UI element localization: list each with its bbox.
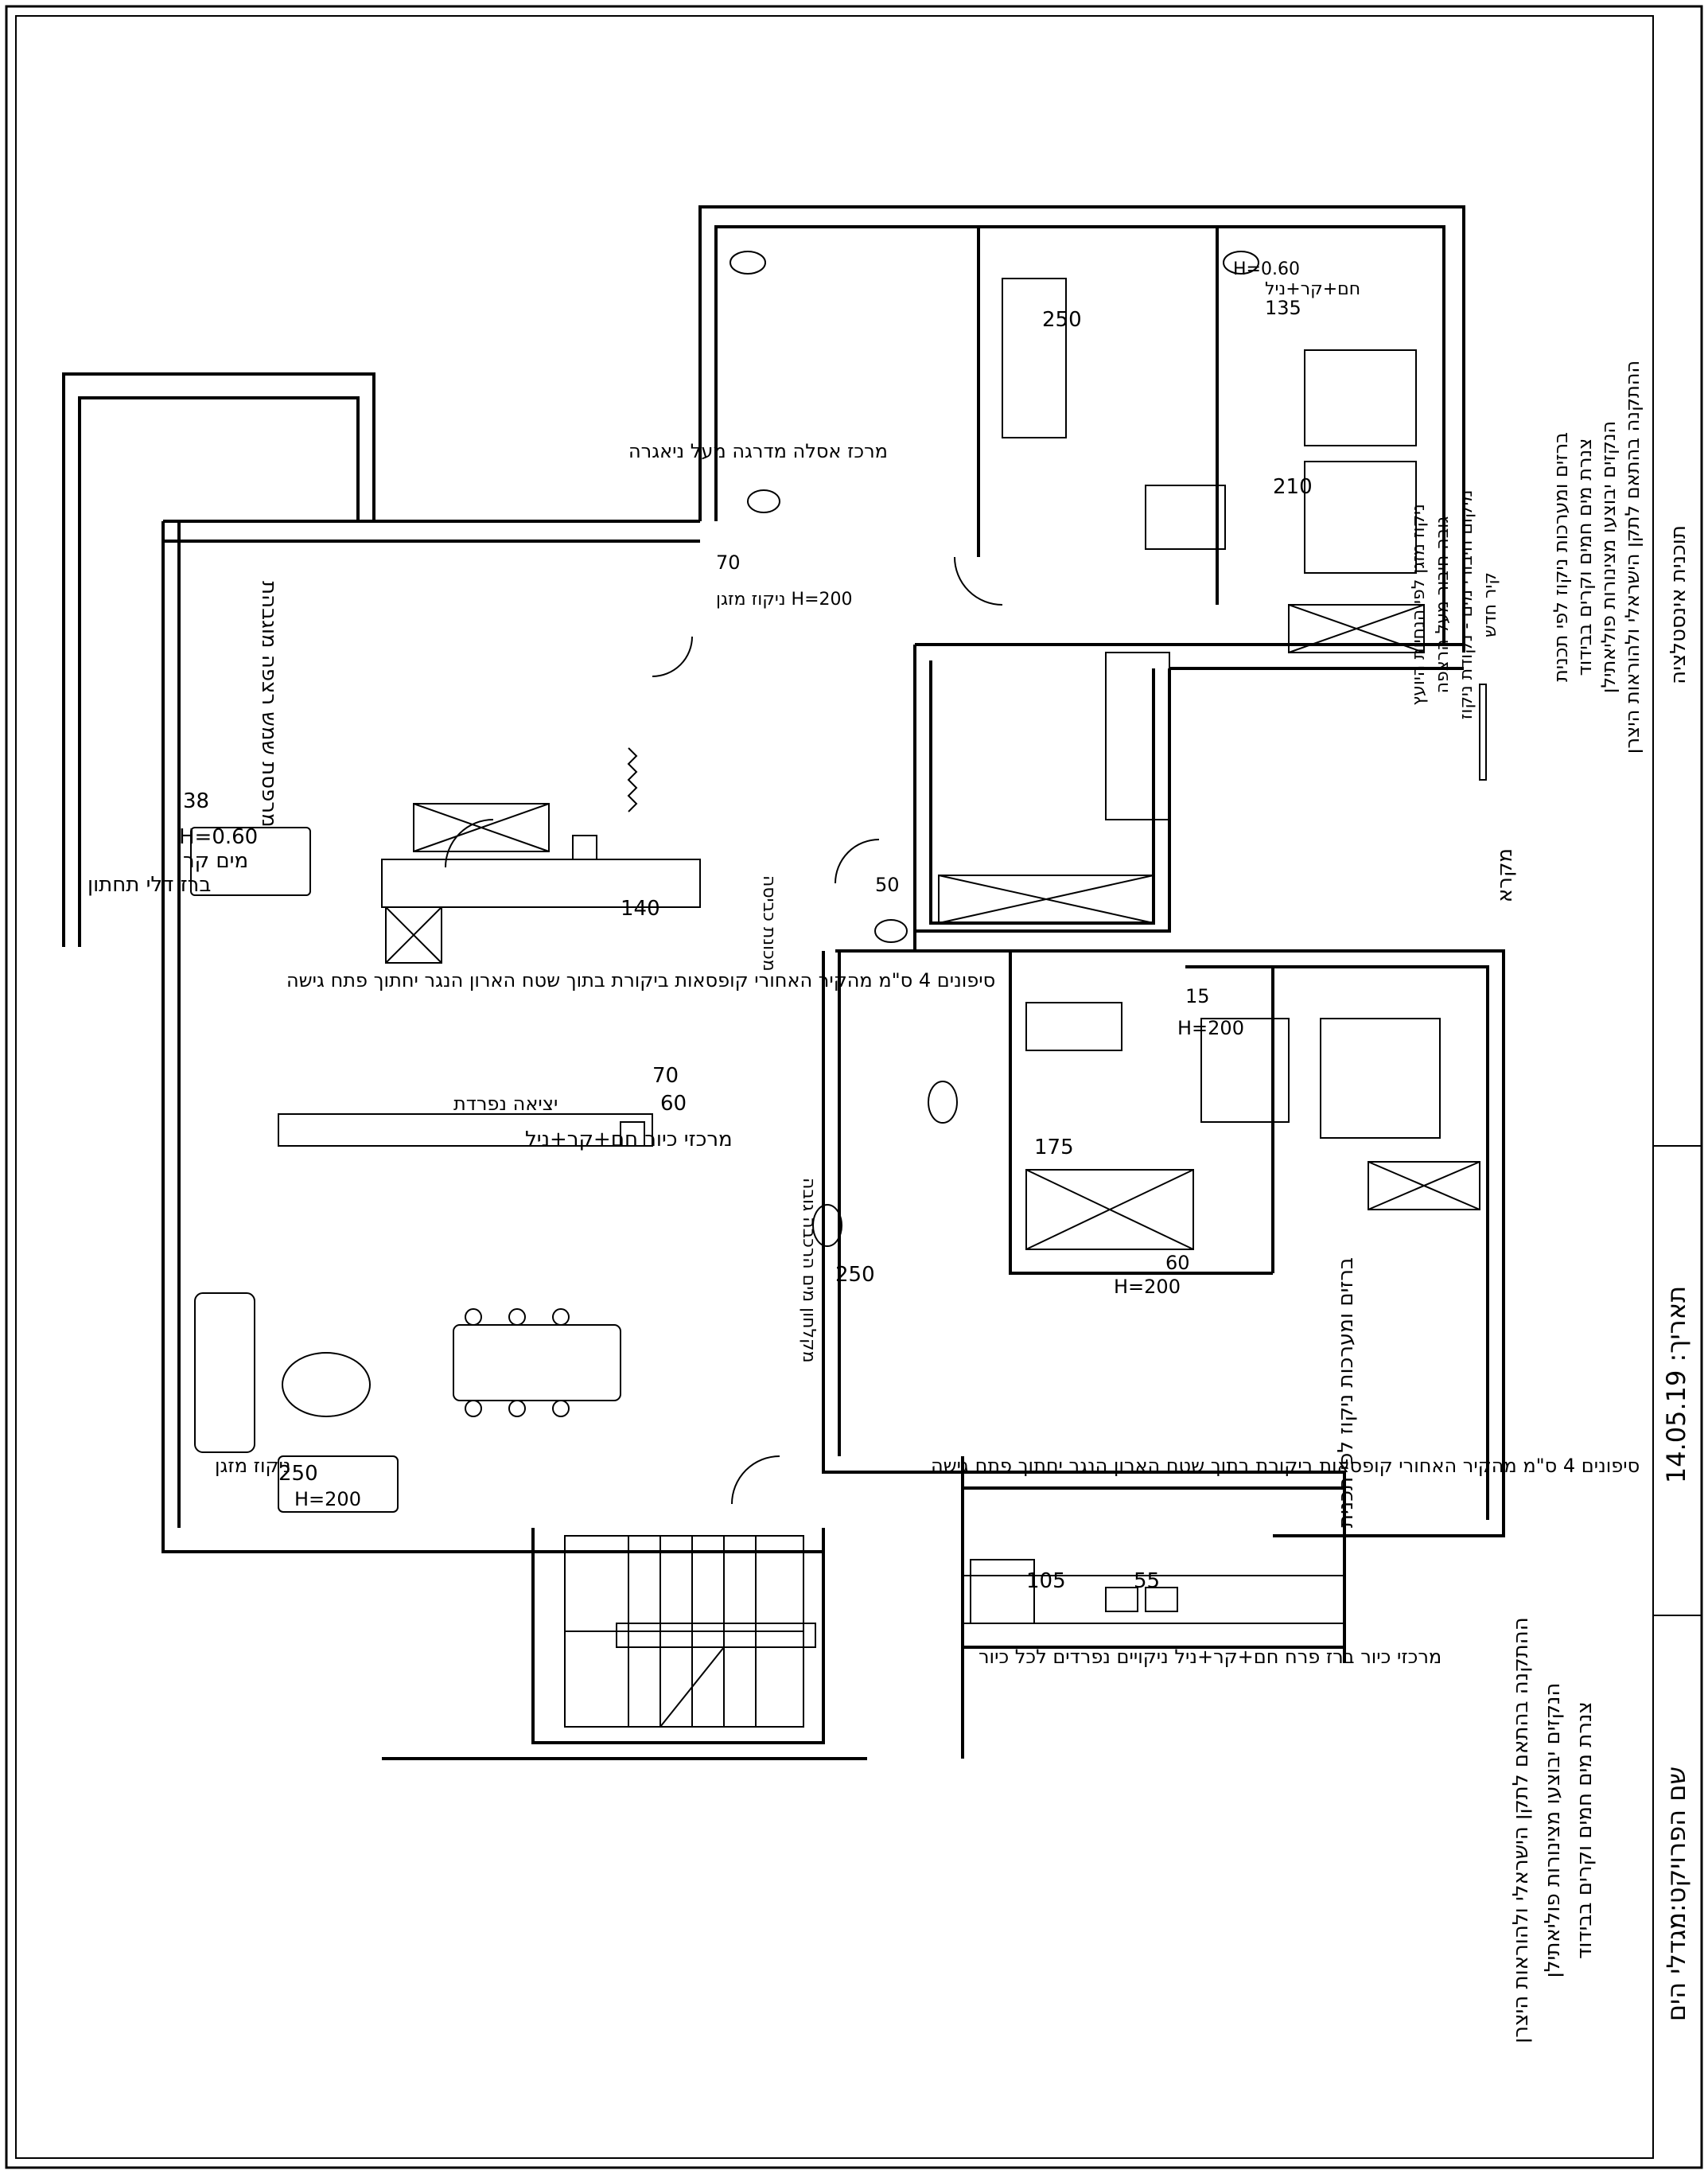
- ac-drain-250-label: ניקוז מזגן H=200: [716, 590, 853, 610]
- dim-210: 210: [1273, 475, 1313, 499]
- stair: [564, 1535, 816, 1728]
- general-note-2: הנקזים יבוצעו מצינורות פוליאתילן: [1597, 421, 1620, 693]
- dim-60: 60: [660, 1092, 687, 1116]
- dim-50: 50: [875, 874, 900, 896]
- h060b-label: H=0.60: [1233, 259, 1300, 279]
- general-note-3: צנרת מים חמים וקרים בבידוד: [1574, 438, 1596, 676]
- dim-70: 70: [652, 1064, 679, 1088]
- sinks-note-label: סיפונים 4 ס"מ מהקיר האחורי קופסאות ביקור…: [286, 969, 995, 992]
- dim-15: 15: [1185, 985, 1210, 1007]
- ac-drain-label: ניקוז מזגן: [215, 1455, 291, 1477]
- drawing-frame: [15, 15, 1654, 2159]
- dim-250c: 250: [835, 1263, 875, 1287]
- general-note-1: ההתקנה בהתאם לתקן הישראלי ולהוראות היצרן: [1621, 360, 1644, 754]
- general-note-4: ברזים ומערכות ניקוז לפי תכנית: [1550, 432, 1572, 682]
- dim-175: 175: [1034, 1136, 1074, 1159]
- dim-250b: 250: [1042, 308, 1082, 332]
- sinks-note-2: סיפונים 4 ס"מ מהקיר האחורי קופסאות ביקור…: [931, 1455, 1640, 1477]
- h200c-label: H=200: [1114, 1276, 1181, 1298]
- drawing-date: תאריך: 14.05.19: [1661, 1286, 1691, 1483]
- dim-38: 38: [183, 789, 209, 813]
- dim-250: 250: [278, 1462, 318, 1486]
- dim-140: 140: [621, 897, 660, 921]
- notes-heading: תוכנית אינסטלציה: [1667, 525, 1690, 684]
- h200b-label: H=200: [1177, 1017, 1244, 1039]
- dim-70b: 70: [716, 551, 741, 574]
- legend-item-1: קיר חדש: [1480, 572, 1500, 637]
- bottom-tap-label: ברז דלי תחתון: [88, 873, 211, 897]
- sheet-border: [5, 5, 1703, 2169]
- dim-55: 55: [1134, 1569, 1160, 1593]
- legend-heading: מקרא: [1493, 848, 1517, 902]
- dim-135: 135: [1265, 297, 1301, 319]
- hot-cold-label: חם+קר+ניל: [1265, 279, 1360, 299]
- kitchen-sink-note: מרכזי כיור ברז פרח חם+קר+ניל ניקויים נפר…: [979, 1646, 1441, 1668]
- bath-note: מקלחון מים הרכבה גובה: [799, 1178, 819, 1363]
- footer-note-2: הנקזים יבוצעו מצינורות פוליאתילן: [1541, 1683, 1565, 1978]
- furniture: [190, 251, 1480, 1624]
- balcony-label: מרפסת שמש רצפה מוגבהת: [257, 581, 281, 828]
- separate-exits-label: יציאה נפרדת: [453, 1093, 558, 1115]
- dim-105: 105: [1026, 1569, 1066, 1593]
- h060-label: H=0.60: [179, 825, 258, 849]
- legend-item-2: מיקום חיבורי מים - נקודת ניקוז: [1457, 490, 1477, 720]
- cold-water-label: מים קר: [183, 849, 248, 873]
- footer-note-3: צנרת מים חמים וקרים בבידוד: [1573, 1701, 1597, 1959]
- project-title: שם הפרויקט:מגדלי הים: [1661, 1767, 1691, 2021]
- h200-label: H=200: [294, 1488, 361, 1510]
- sink-kitchen-label: מרכזי כיור חם+קר+ניל: [525, 1128, 733, 1151]
- footer-note-1: ההתקנה בהתאם לתקן הישראלי ולהוראות היצרן: [1509, 1617, 1533, 2043]
- laundry-label: מכונת כביסה: [759, 875, 779, 972]
- shower-center-label: מרכז אסלה מדרגה מעל ניאגרה: [628, 440, 888, 462]
- dim-60b: 60: [1165, 1252, 1190, 1274]
